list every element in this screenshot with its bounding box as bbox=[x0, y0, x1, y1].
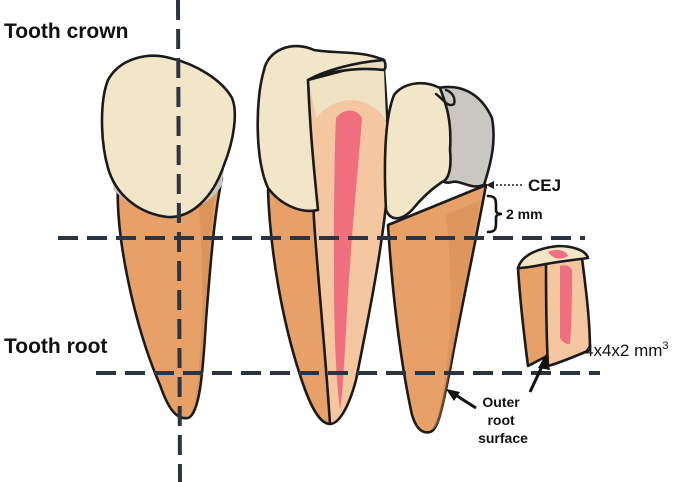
label-outer-line-2: root bbox=[487, 412, 515, 428]
block-size-exponent: 3 bbox=[662, 340, 668, 352]
tooth-sectioned-pulp bbox=[334, 110, 362, 410]
outer-surface-arrowhead bbox=[446, 389, 460, 401]
outer-surface-pointer bbox=[453, 392, 477, 410]
block-pointer-arrowhead bbox=[538, 354, 550, 370]
tooth-sectioned-top-facet bbox=[306, 58, 387, 82]
tooth-cej-occlusal-pit bbox=[434, 88, 456, 107]
tooth-intact bbox=[100, 54, 237, 420]
tooth-intact-root-shade bbox=[188, 185, 216, 417]
label-outer-line-1: Outer bbox=[482, 394, 520, 410]
tooth-cej-crown bbox=[383, 81, 452, 220]
label-tooth-root: Tooth root bbox=[4, 335, 107, 358]
cej-pointer-arrowhead bbox=[486, 181, 494, 189]
label-block-size: 4x4x2 mm3 bbox=[584, 340, 669, 360]
tooth-intact-root bbox=[116, 176, 224, 420]
block-size-value: 4x4x2 mm bbox=[584, 341, 662, 360]
label-outer-root-surface: Outer root surface bbox=[478, 394, 528, 446]
block-top-pulp bbox=[548, 249, 568, 259]
block-pulp bbox=[560, 265, 572, 344]
tooth-sectioned bbox=[256, 44, 390, 426]
gap-bracket bbox=[486, 194, 503, 234]
root-block-specimen bbox=[516, 244, 592, 368]
tooth-cej-root-shade bbox=[432, 200, 480, 430]
label-gap: 2 mm bbox=[506, 206, 543, 222]
tooth-sectioned-crown bbox=[256, 44, 386, 213]
label-cej: CEJ bbox=[528, 176, 561, 195]
label-outer-line-3: surface bbox=[478, 430, 528, 446]
tooth-cej-root bbox=[386, 183, 488, 434]
block-top bbox=[516, 244, 590, 270]
tooth-cej bbox=[383, 81, 495, 434]
label-tooth-crown: Tooth crown bbox=[4, 20, 128, 43]
tooth-intact-crown bbox=[100, 54, 237, 219]
vertical-section-line bbox=[176, 0, 182, 482]
tooth-sectioned-cut-enamel bbox=[308, 68, 386, 120]
